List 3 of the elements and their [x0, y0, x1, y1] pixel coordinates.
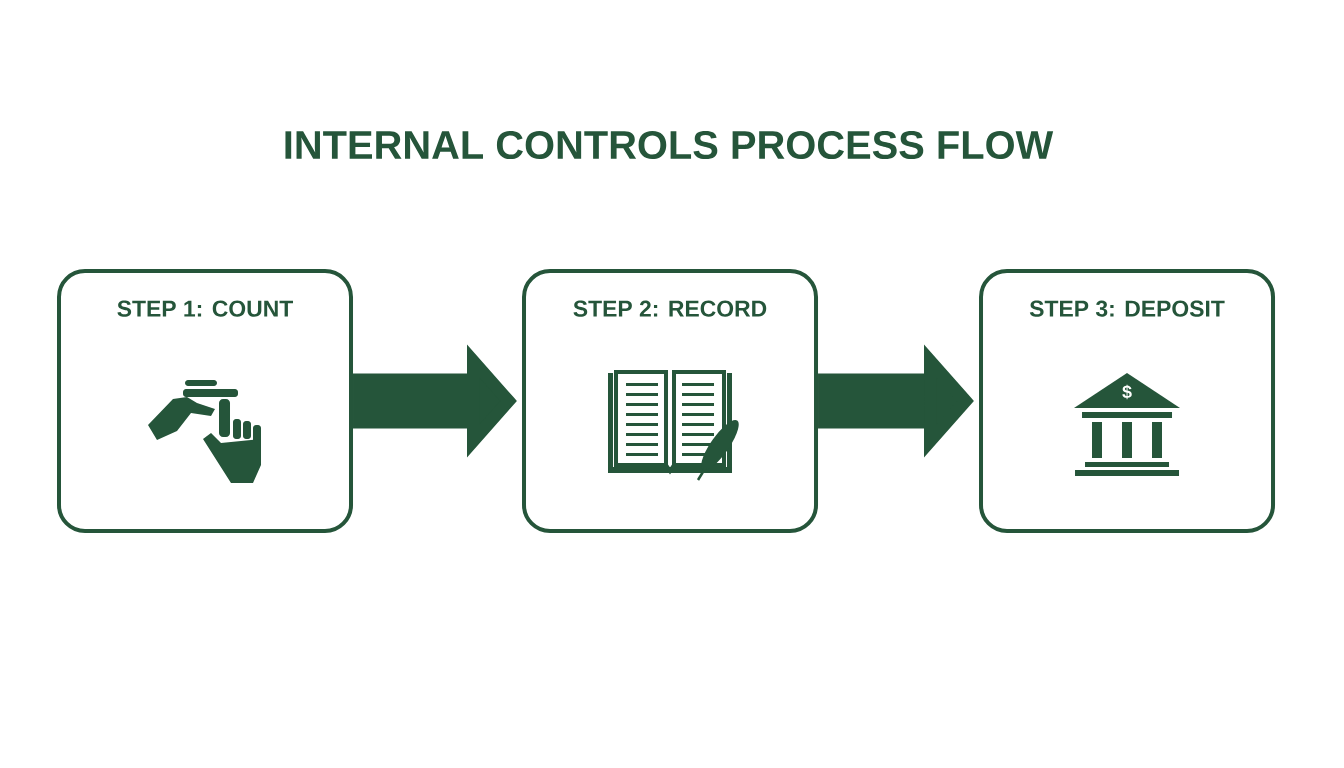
title: INTERNAL CONTROLS PROCESS FLOW: [285, 130, 1054, 160]
step-box: STEP 1: COUNT: [57, 269, 353, 533]
step-box: STEP 2: RECORD: [522, 269, 818, 533]
